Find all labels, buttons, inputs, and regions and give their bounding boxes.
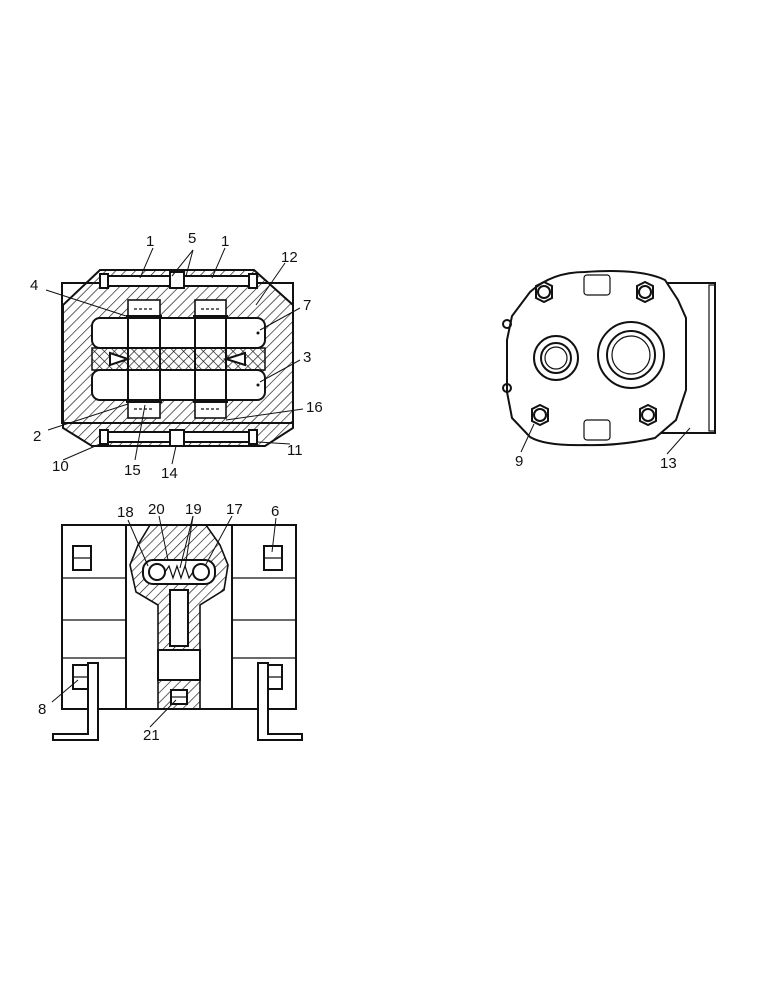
stud-top <box>169 271 185 289</box>
ball-right <box>192 563 210 581</box>
nut-bottom-left <box>99 429 109 445</box>
bolt-bottom-right <box>639 403 657 427</box>
label-17: 17 <box>226 501 243 518</box>
label-14: 14 <box>161 465 178 482</box>
nut-top-left <box>99 273 109 289</box>
label-21: 21 <box>143 727 160 744</box>
label-5: 5 <box>188 230 196 247</box>
callout-labels: 1 5 1 12 4 7 3 16 2 15 14 10 11 9 13 18 … <box>30 230 677 744</box>
end-body <box>506 270 687 447</box>
label-7: 7 <box>303 297 311 314</box>
label-12: 12 <box>281 249 298 266</box>
stud-bottom <box>169 429 185 447</box>
bolt-bottom-left <box>531 403 549 427</box>
leaders-top <box>45 247 304 465</box>
port-large <box>597 321 665 389</box>
label-6: 6 <box>271 503 279 520</box>
spring <box>164 564 194 580</box>
label-18: 18 <box>117 504 134 521</box>
label-9: 9 <box>515 453 523 470</box>
sectional-view <box>61 269 294 447</box>
label-13: 13 <box>660 455 677 472</box>
ball-left <box>148 563 166 581</box>
label-11: 11 <box>287 442 303 459</box>
label-2: 2 <box>33 428 41 445</box>
label-15: 15 <box>124 462 141 479</box>
center-web <box>91 347 266 371</box>
port-small <box>533 335 579 381</box>
bolt-top-right <box>636 280 654 304</box>
nut-bottom-right <box>248 429 258 445</box>
label-20: 20 <box>148 501 165 518</box>
label-10: 10 <box>52 458 69 475</box>
bolt-top-left <box>535 280 553 304</box>
label-4: 4 <box>30 277 38 294</box>
label-19: 19 <box>185 501 202 518</box>
foot-right <box>257 662 303 741</box>
foot-left <box>52 662 99 741</box>
upper-shaft <box>91 317 266 349</box>
label-3: 3 <box>303 349 311 366</box>
side-view <box>51 515 303 741</box>
nut-top-right <box>248 273 258 289</box>
label-1-left: 1 <box>146 233 154 250</box>
label-8: 8 <box>38 701 46 718</box>
end-view <box>502 270 716 455</box>
lower-shaft <box>91 369 266 401</box>
label-1-right: 1 <box>221 233 229 250</box>
label-16: 16 <box>306 399 323 416</box>
